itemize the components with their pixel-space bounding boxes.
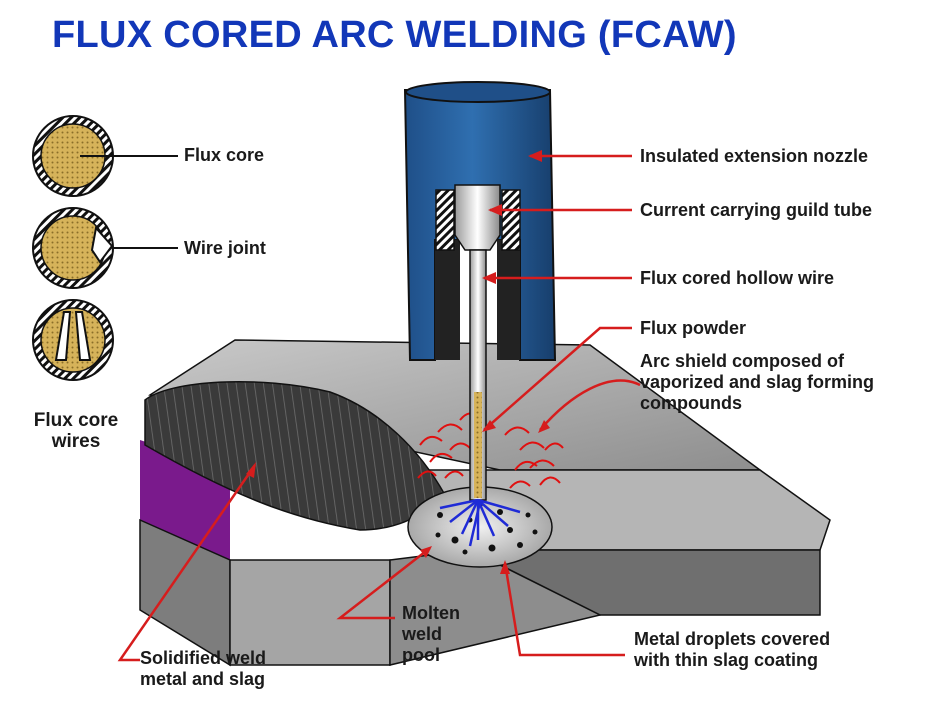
label-molten-pool: Molten weld pool <box>402 603 460 666</box>
current-guide-tube <box>454 184 501 251</box>
label-solidified-line2: metal and slag <box>140 669 266 689</box>
label-molten-pool-line2: weld <box>402 624 443 644</box>
leader-arrowheads <box>246 150 550 574</box>
label-droplets-line2: with thin slag coating <box>634 650 818 670</box>
label-arc-shield-line2: vaporized and slag forming <box>640 372 875 392</box>
folded-wire-cross-section-icon <box>32 299 114 381</box>
label-molten-pool-line1: Molten <box>402 603 460 623</box>
flux-cored-hollow-wire <box>469 249 487 501</box>
label-flux-core-wires-line1: Flux core <box>33 410 119 431</box>
label-flux-core: Flux core <box>184 145 265 165</box>
page-title: FLUX CORED ARC WELDING (FCAW) <box>52 14 737 56</box>
label-solidified-line1: Solidified weld <box>140 648 267 668</box>
wire-joint-cross-section-icon <box>32 207 114 289</box>
label-droplets: Metal droplets covered with thin slag co… <box>634 629 830 671</box>
label-arc-shield: Arc shield composed of vaporized and sla… <box>640 351 874 414</box>
label-flux-core-wires-line2: wires <box>51 431 101 452</box>
metal-droplets <box>439 498 521 547</box>
label-nozzle: Insulated extension nozzle <box>640 146 869 166</box>
label-arc-shield-line3: compounds <box>640 393 742 413</box>
workpiece <box>139 339 831 667</box>
label-arc-shield-line1: Arc shield composed of <box>640 351 845 371</box>
label-droplets-line1: Metal droplets covered <box>634 629 831 649</box>
label-hollow-wire: Flux cored hollow wire <box>640 268 835 288</box>
label-wire-joint: Wire joint <box>184 238 266 258</box>
label-solidified: Solidified weld metal and slag <box>140 648 266 690</box>
label-flux-powder: Flux powder <box>640 318 747 338</box>
label-guide-tube: Current carrying guild tube <box>640 200 873 220</box>
label-molten-pool-line3: pool <box>402 645 440 665</box>
arc-shield <box>417 412 564 489</box>
label-flux-core-wires: Flux core wires <box>16 410 136 452</box>
leader-lines <box>117 154 641 662</box>
